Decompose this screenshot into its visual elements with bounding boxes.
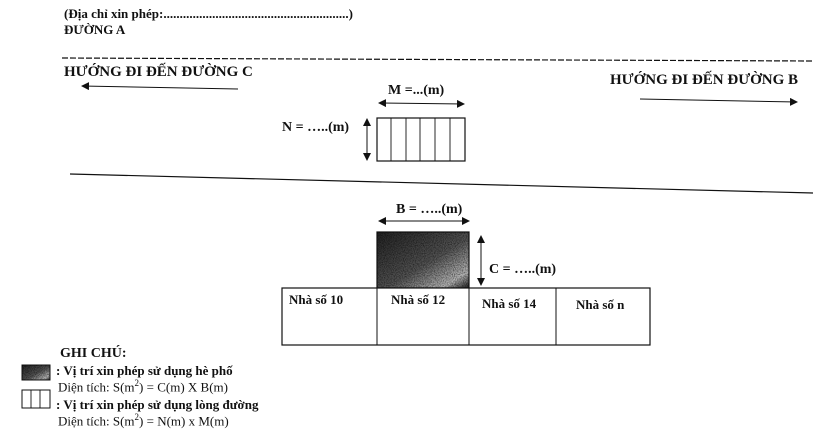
legend-sidewalk-swatch <box>21 364 51 381</box>
sidewalk-usage-area <box>376 231 470 289</box>
house-label: Nhà số 10 <box>289 292 344 307</box>
house-label: Nhà số 14 <box>482 296 537 311</box>
address-line: (Địa chỉ xin phép:......................… <box>64 6 353 21</box>
roadway-length-label: N = …..(m) <box>282 120 350 135</box>
street-a-label: ĐƯỜNG A <box>64 22 126 37</box>
sidewalk-length-label: C = …..(m) <box>489 262 557 277</box>
dimension-arrow-m <box>378 99 465 108</box>
direction-left-label: HƯỚNG ĐI ĐẾN ĐƯỜNG C <box>64 64 253 80</box>
roadway-width-label: M =...(m) <box>388 83 445 98</box>
street-edge-dashed-line <box>61 57 813 62</box>
sidewalk-width-label: B = …..(m) <box>396 202 463 217</box>
legend-roadway-formula: Diện tích: S(m2) = N(m) x M(m) <box>58 412 229 429</box>
sidewalk-edge-line <box>69 173 814 194</box>
house-label: Nhà số 12 <box>391 292 446 307</box>
houses-row <box>281 287 651 346</box>
house-label: Nhà số n <box>576 297 625 312</box>
legend-sidewalk-title: : Vị trí xin phép sử dụng hè phố <box>56 363 233 378</box>
arrow-left <box>81 82 239 91</box>
direction-right-label: HƯỚNG ĐI ĐẾN ĐƯỜNG B <box>610 72 799 88</box>
legend-roadway-swatch <box>21 389 51 409</box>
legend-title: GHI CHÚ: <box>60 346 127 361</box>
legend-sidewalk-formula: Diện tích: S(m2) = C(m) X B(m) <box>58 378 228 395</box>
roadway-usage-area <box>376 117 466 162</box>
arrow-right <box>639 97 798 106</box>
legend-roadway-title: : Vị trí xin phép sử dụng lòng đường <box>56 397 259 412</box>
